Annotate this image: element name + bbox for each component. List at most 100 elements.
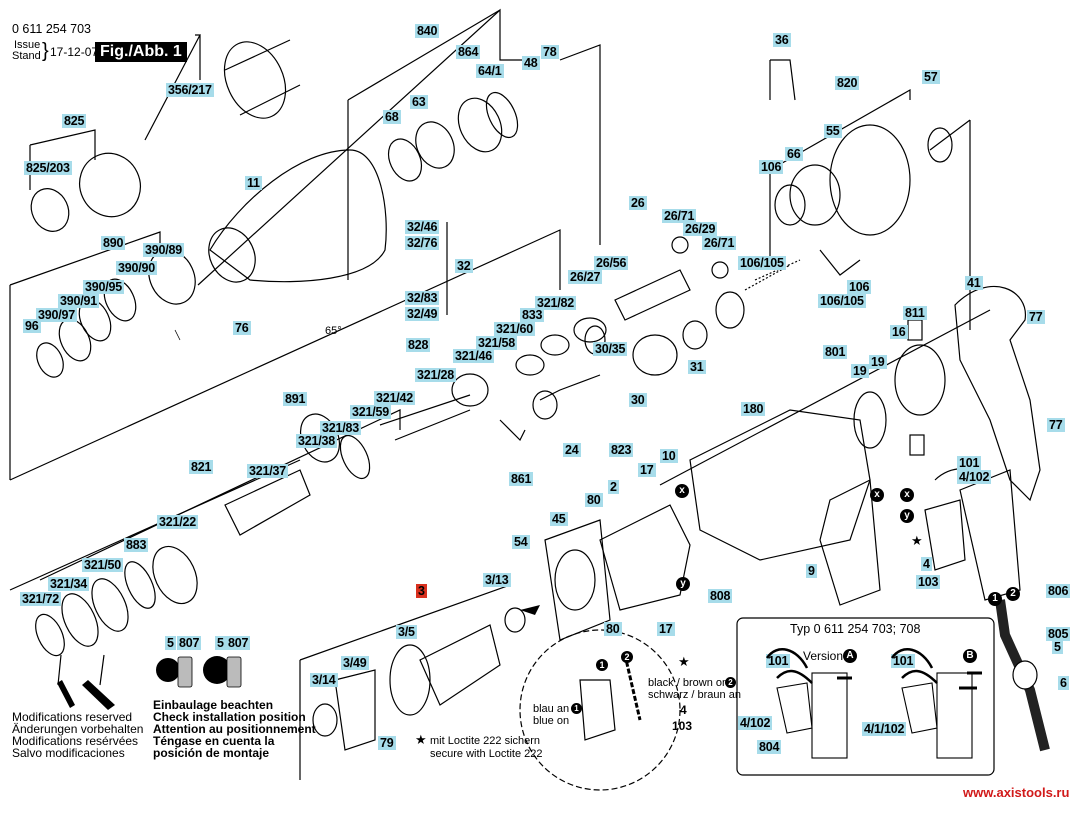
part-label: 825 (62, 114, 87, 128)
part-label: 106/105 (818, 294, 866, 308)
part-label: 390/97 (36, 308, 78, 322)
part-label: 63 (410, 95, 428, 109)
part-label: 66 (785, 147, 803, 161)
note-modifications-en: Modifications reserved (12, 710, 133, 724)
detail-label-4: 4 (680, 703, 687, 717)
part-label: 321/83 (320, 421, 362, 435)
part-label: 77 (1027, 310, 1045, 324)
star-icon: ★ (911, 533, 923, 548)
detail-circle (519, 629, 681, 791)
part-label: 807 (226, 636, 251, 650)
part-label: 17 (638, 463, 656, 477)
part-label: 180 (741, 402, 766, 416)
part-label: 321/50 (82, 558, 124, 572)
part-label: 96 (23, 319, 41, 333)
part-label: 4 (921, 557, 932, 571)
part-label: 26/71 (662, 209, 697, 223)
note-loctite-de: mit Loctite 222 sichern (430, 735, 541, 747)
part-label: 26/71 (702, 236, 737, 250)
part-label: 31 (688, 360, 706, 374)
marker-y: y (676, 577, 690, 591)
figure-title: Fig./Abb. 1 (95, 42, 187, 62)
part-label: 76 (233, 321, 251, 335)
part-label: 30/35 (593, 342, 628, 356)
frame-828 (9, 229, 561, 481)
part-label: 32/49 (405, 307, 440, 321)
part-label: 356/217 (166, 83, 214, 97)
part-label: 32/46 (405, 220, 440, 234)
part-label: 3/5 (396, 625, 417, 639)
part-label: 861 (509, 472, 534, 486)
note-modifications-fr: Modifications resérvées (12, 734, 139, 748)
frame-chuck (144, 34, 201, 141)
part-label: 45 (550, 512, 568, 526)
part-label: 54 (512, 535, 530, 549)
part-label: 321/28 (415, 368, 457, 382)
part-label: 106 (847, 280, 872, 294)
part-label: 840 (415, 24, 440, 38)
note-blue-en: blue on (533, 715, 570, 727)
website-link[interactable]: www.axistools.ru (963, 785, 1070, 800)
part-label: 3/13 (483, 573, 511, 587)
star-icon: ★ (415, 732, 427, 747)
detail-label-103: 103 (672, 719, 693, 733)
part-label: 80 (585, 493, 603, 507)
part-label: 390/89 (143, 243, 185, 257)
part-label: 804 (757, 740, 782, 754)
part-label: 833 (520, 308, 545, 322)
part-label: 77 (1047, 418, 1065, 432)
part-label: 806 (1046, 584, 1071, 598)
part-label: 390/90 (116, 261, 158, 275)
frame-820 (769, 88, 911, 260)
part-label: 811 (903, 306, 927, 320)
part-label: 26/56 (594, 256, 629, 270)
marker-1: 1 (988, 592, 1002, 606)
frame-3 (299, 584, 511, 780)
note-blue-de: blau an (533, 703, 570, 715)
note-installation-es1: Téngase en cuenta la (153, 734, 275, 748)
part-label: 80 (604, 622, 622, 636)
part-label: 883 (124, 538, 149, 552)
part-label: 828 (406, 338, 431, 352)
note-installation-es2: posición de montaje (153, 746, 270, 760)
inset-switch-drawing (765, 648, 982, 759)
part-label: 321/58 (476, 336, 518, 350)
note-installation-de: Einbaulage beachten (153, 698, 274, 712)
part-label: 890 (101, 236, 126, 250)
part-label: 32/83 (405, 291, 440, 305)
part-label: 321/34 (48, 577, 90, 591)
part-label: 801 (823, 345, 848, 359)
note-modifications-es: Salvo modificaciones (12, 746, 125, 760)
part-label: 5 (165, 636, 176, 650)
marker-2: 2 (1006, 587, 1020, 601)
part-label: 41 (965, 276, 983, 290)
part-label: 10 (660, 449, 678, 463)
part-label: 805 (1046, 627, 1071, 641)
part-label: 17 (657, 622, 675, 636)
part-label: 821 (189, 460, 214, 474)
marker-2: 2 (725, 677, 736, 688)
part-label: 321/82 (535, 296, 577, 310)
document-number: 0 611 254 703 (12, 22, 92, 36)
note-installation-en: Check installation position (153, 710, 306, 724)
part-label: 19 (851, 364, 869, 378)
part-label: 32/76 (405, 236, 440, 250)
part-label: 48 (522, 56, 540, 70)
part-label: 101 (891, 654, 916, 668)
part-label: 321/59 (350, 405, 392, 419)
part-label: 79 (378, 736, 396, 750)
marker-1: 1 (596, 659, 608, 671)
part-label: 5 (215, 636, 226, 650)
part-label: 808 (708, 589, 733, 603)
part-label: 16 (890, 325, 908, 339)
issue-date: 17-12-07 (50, 45, 99, 59)
part-label: 6 (1058, 676, 1069, 690)
part-label: 101 (766, 654, 791, 668)
part-label: 106/105 (738, 256, 786, 270)
part-label: 390/95 (83, 280, 125, 294)
note-modifications-de: Änderungen vorbehalten (12, 722, 144, 736)
issue-label: Issue (14, 39, 41, 51)
marker-x: x (900, 488, 914, 502)
note-black-de: schwarz / braun an (648, 689, 741, 701)
part-label: 26/27 (568, 270, 603, 284)
